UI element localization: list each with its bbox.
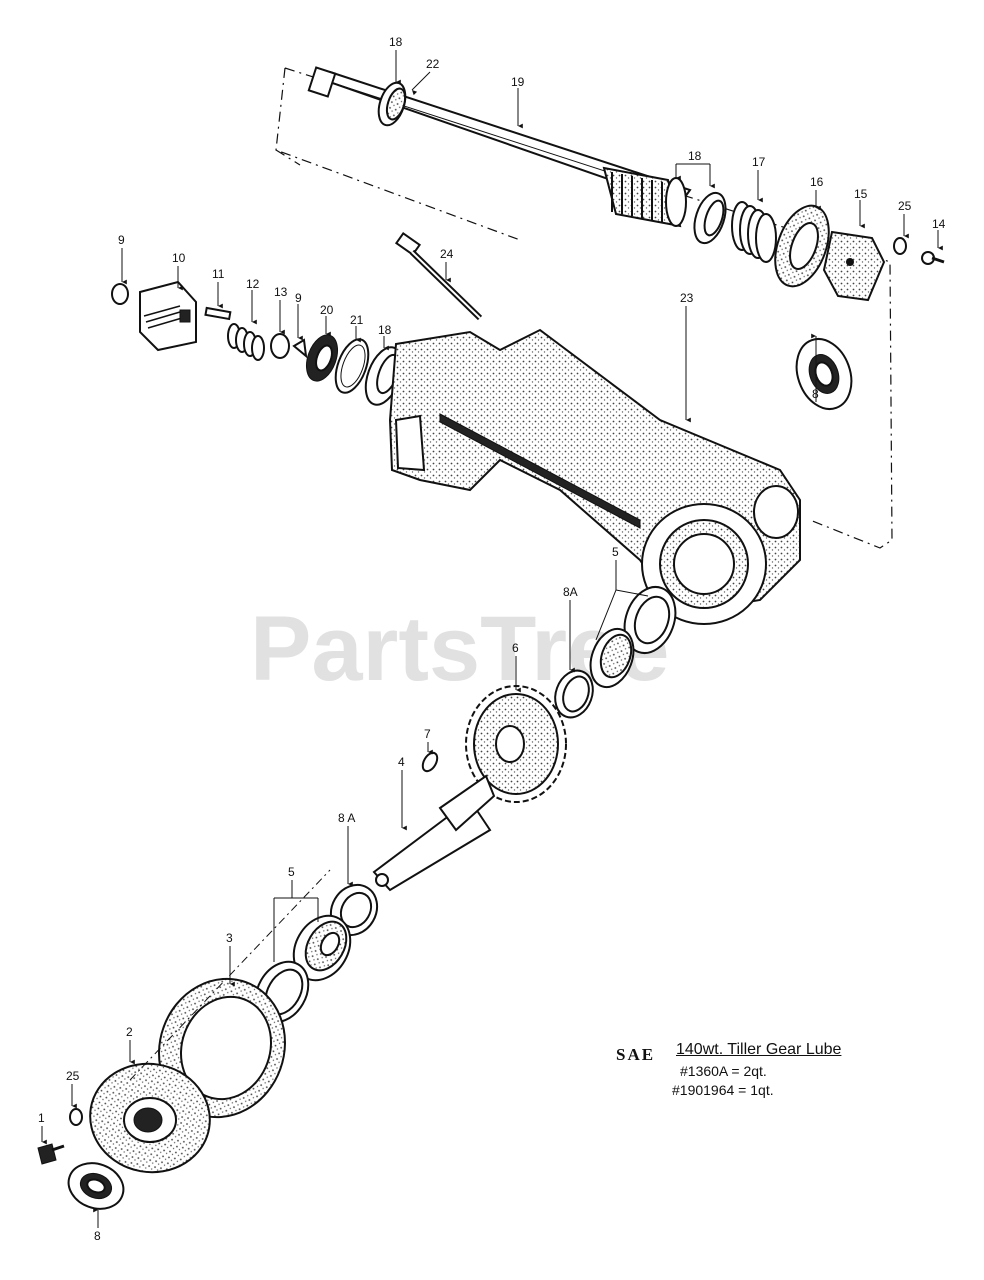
shaft-19 (307, 66, 692, 206)
key-7 (421, 751, 439, 773)
note-sae: SAE (616, 1045, 656, 1064)
callout-9-left: 9 (118, 233, 125, 247)
callout-16: 16 (810, 175, 824, 189)
callout-2: 2 (126, 1025, 133, 1039)
callout-21: 21 (350, 313, 364, 327)
spring-12 (227, 323, 265, 361)
bearing-8-bottom (67, 1162, 125, 1210)
callout-5-upper: 5 (612, 545, 619, 559)
shaft-4 (372, 774, 496, 892)
callout-20: 20 (320, 303, 334, 317)
callout-23: 23 (680, 291, 694, 305)
callout-5-lower: 5 (288, 865, 295, 879)
assembly-boundary (275, 67, 893, 549)
callout-18-right: 18 (688, 149, 702, 163)
screw-1 (37, 1143, 65, 1165)
leader-lines (41, 50, 943, 1228)
gear-6 (465, 685, 567, 803)
spring-17 (731, 201, 777, 263)
callout-14: 14 (932, 217, 946, 231)
washer-25-top (893, 237, 907, 255)
seal-8A-upper (554, 669, 594, 719)
callout-19: 19 (511, 75, 525, 89)
callout-1: 1 (38, 1111, 45, 1125)
screw-14 (921, 251, 945, 265)
cover-2 (89, 1062, 211, 1174)
callout-3: 3 (226, 931, 233, 945)
callouts: 18 22 19 18 17 16 15 25 14 9 10 11 12 13… (38, 35, 946, 1243)
callout-7: 7 (424, 727, 431, 741)
key-9-left (292, 338, 308, 359)
bearing-8-top (795, 338, 853, 410)
note-quantity-1: #1360A = 2qt. (680, 1063, 767, 1079)
cover-15 (822, 230, 886, 302)
collar-10 (139, 280, 197, 352)
gasket-16 (774, 204, 830, 288)
callout-8A-lower: 8 A (338, 811, 355, 825)
callout-25-top: 25 (898, 199, 912, 213)
callout-4: 4 (398, 755, 405, 769)
ring-9-left (111, 283, 129, 305)
callout-8-bottom: 8 (94, 1229, 101, 1243)
cone-5-upper (589, 627, 635, 689)
washer-25-bottom (69, 1108, 83, 1126)
note-quantity-2: #1901964 = 1qt. (672, 1082, 774, 1098)
worm-gear (602, 166, 687, 228)
dipstick-24 (394, 231, 483, 321)
cup-5-upper (623, 586, 677, 654)
snap-ring-21 (334, 338, 370, 394)
callout-10: 10 (172, 251, 186, 265)
callout-18-left: 18 (378, 323, 392, 337)
cone-5-lower (292, 914, 352, 982)
callout-8-top: 8 (812, 387, 819, 401)
callout-17: 17 (752, 155, 766, 169)
note-lube-type: 140wt. Tiller Gear Lube (676, 1041, 842, 1058)
callout-15: 15 (854, 187, 868, 201)
callout-11: 11 (212, 267, 225, 281)
washer-13 (270, 333, 290, 359)
bearing-18-right (693, 191, 727, 245)
callout-22: 22 (426, 57, 440, 71)
bearing-18-top (377, 81, 407, 127)
callout-25-bottom: 25 (66, 1069, 80, 1083)
callout-6: 6 (512, 641, 519, 655)
callout-24: 24 (440, 247, 454, 261)
housing-23 (388, 328, 801, 625)
callout-18-top: 18 (389, 35, 403, 49)
pin-11 (204, 306, 232, 321)
bearing-20 (305, 334, 339, 382)
callout-8A-upper: 8A (563, 585, 578, 599)
callout-9-mid: 9 (295, 291, 302, 305)
callout-12: 12 (246, 277, 260, 291)
callout-13: 13 (274, 285, 288, 299)
